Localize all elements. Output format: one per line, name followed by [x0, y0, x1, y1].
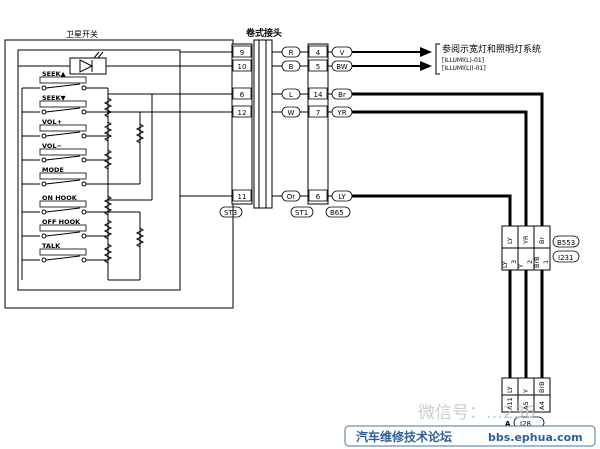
spiral-left-pin: 9	[240, 49, 244, 57]
switch-button-6: OFF HOOK	[22, 218, 108, 239]
switch-label: VOL−	[42, 142, 62, 150]
label-i28: I28	[520, 420, 531, 428]
switch-box-inner	[17, 49, 181, 291]
switch-buttons: SEEK▲ SEEK▼ VOL+ VOL− MODE ON HOOK OFF HOOK TAL…	[22, 70, 108, 263]
wechat-watermark: 微信号：…236	[418, 403, 535, 423]
spiral-right-pin: 4	[316, 49, 321, 57]
switch-label: ON HOOK	[42, 194, 78, 202]
spiral-left-pin: 10	[238, 63, 247, 71]
mid-connector	[501, 225, 551, 271]
switch-label: MODE	[42, 166, 64, 174]
spiral-out-color: LY	[338, 193, 346, 201]
forum-url: bbs.ephua.com	[488, 431, 583, 444]
spiral-left-pin: 12	[238, 109, 247, 117]
spiral-out-color: YR	[336, 109, 346, 117]
reference-text-1: 参阅示宽灯和照明灯系统	[442, 43, 541, 55]
spiral-left-pin: 11	[238, 193, 247, 201]
switch-box-title: 卫星开关	[66, 29, 98, 39]
output-thick-wires	[352, 92, 544, 378]
label-a: A	[505, 420, 511, 428]
bottom-wire-color: Y	[522, 389, 530, 394]
spiral-wire-color: R	[289, 49, 294, 57]
switch-label: VOL+	[42, 118, 62, 126]
switch-box-frame	[4, 39, 234, 309]
spiral-out-color: V	[340, 49, 345, 57]
mid-wire-color: LY	[506, 237, 514, 244]
mid-pin-number: 2	[526, 260, 534, 264]
switch-label: SEEK▲	[42, 70, 66, 78]
spiral-right-pin: 14	[314, 91, 323, 99]
spiral-connector-body	[253, 39, 273, 209]
switch-button-0: SEEK▲	[22, 70, 108, 91]
label-i231: I231	[558, 254, 573, 262]
reference-text-3: [ILLUMI(LI)-01]	[442, 65, 486, 72]
label-st1: ST1	[295, 209, 308, 217]
spiral-connector-title: 卷式接头	[245, 27, 282, 39]
spiral-left-pin: 6	[240, 91, 245, 99]
connector-st3	[231, 43, 253, 205]
switch-to-spiral-wires	[152, 51, 233, 197]
mid-pin-number: 3	[510, 260, 518, 264]
switch-button-4: MODE	[22, 166, 108, 187]
spiral-out-color: BW	[336, 63, 348, 71]
spiral-row-4: 11 Or 6 LY	[232, 189, 353, 202]
bottom-connector-labels: LY A11 Y A5 BrB A4	[506, 381, 546, 410]
spiral-row-1: 10 B 5 BW	[232, 59, 353, 72]
switch-label: SEEK▼	[42, 94, 66, 102]
switch-label: TALK	[42, 242, 61, 250]
label-b553: B553	[557, 239, 575, 247]
switch-button-1: SEEK▼	[22, 94, 108, 115]
label-st3: ST3	[224, 209, 237, 217]
forum-name: 汽车维修技术论坛	[356, 429, 452, 444]
bottom-pin: A4	[538, 401, 546, 410]
mid-wire-color: Br	[538, 237, 546, 244]
mid-pin-color: LY	[501, 261, 509, 268]
bottom-pin: A5	[522, 401, 530, 410]
spiral-right-pin: 5	[316, 63, 320, 71]
bottom-wire-color: LY	[506, 386, 514, 393]
spiral-row-3: 12 W 7 YR	[232, 105, 353, 118]
bottom-pin: A11	[506, 397, 514, 410]
switch-button-3: VOL−	[22, 142, 108, 163]
spiral-wire-color: B	[289, 63, 294, 71]
reference-arrows	[352, 47, 432, 71]
illumination-led-icon	[18, 51, 180, 75]
spiral-wire-color: Or	[287, 193, 296, 201]
label-b65: B65	[330, 209, 344, 217]
mid-pin-color: BrB	[533, 256, 541, 268]
spiral-right-pin: 7	[316, 109, 320, 117]
reference-bracket	[435, 43, 440, 75]
switch-label: OFF HOOK	[42, 218, 81, 226]
switch-button-5: ON HOOK	[22, 194, 108, 215]
spiral-out-color: Br	[338, 91, 346, 99]
switch-button-2: VOL+	[22, 118, 108, 139]
spiral-wire-color: L	[289, 91, 293, 99]
switch-button-7: TALK	[22, 242, 108, 263]
spiral-row-2: 6 L 14 Br	[232, 87, 353, 100]
connector-st1	[307, 43, 329, 205]
mid-wire-color: YR	[522, 235, 530, 245]
mid-pin-number: 1	[542, 260, 550, 264]
bottom-connector	[501, 377, 551, 413]
forum-banner	[344, 425, 596, 447]
spiral-wire-color: W	[288, 109, 295, 117]
resistor-ladder	[103, 88, 180, 281]
reference-text-2: [ILLUMI(L)-01]	[442, 57, 484, 64]
spiral-right-pin: 6	[316, 193, 321, 201]
mid-pin-color: Y	[517, 264, 525, 269]
spiral-row-0: 9 R 4 V	[232, 45, 353, 58]
bottom-wire-color: BrB	[538, 381, 546, 393]
